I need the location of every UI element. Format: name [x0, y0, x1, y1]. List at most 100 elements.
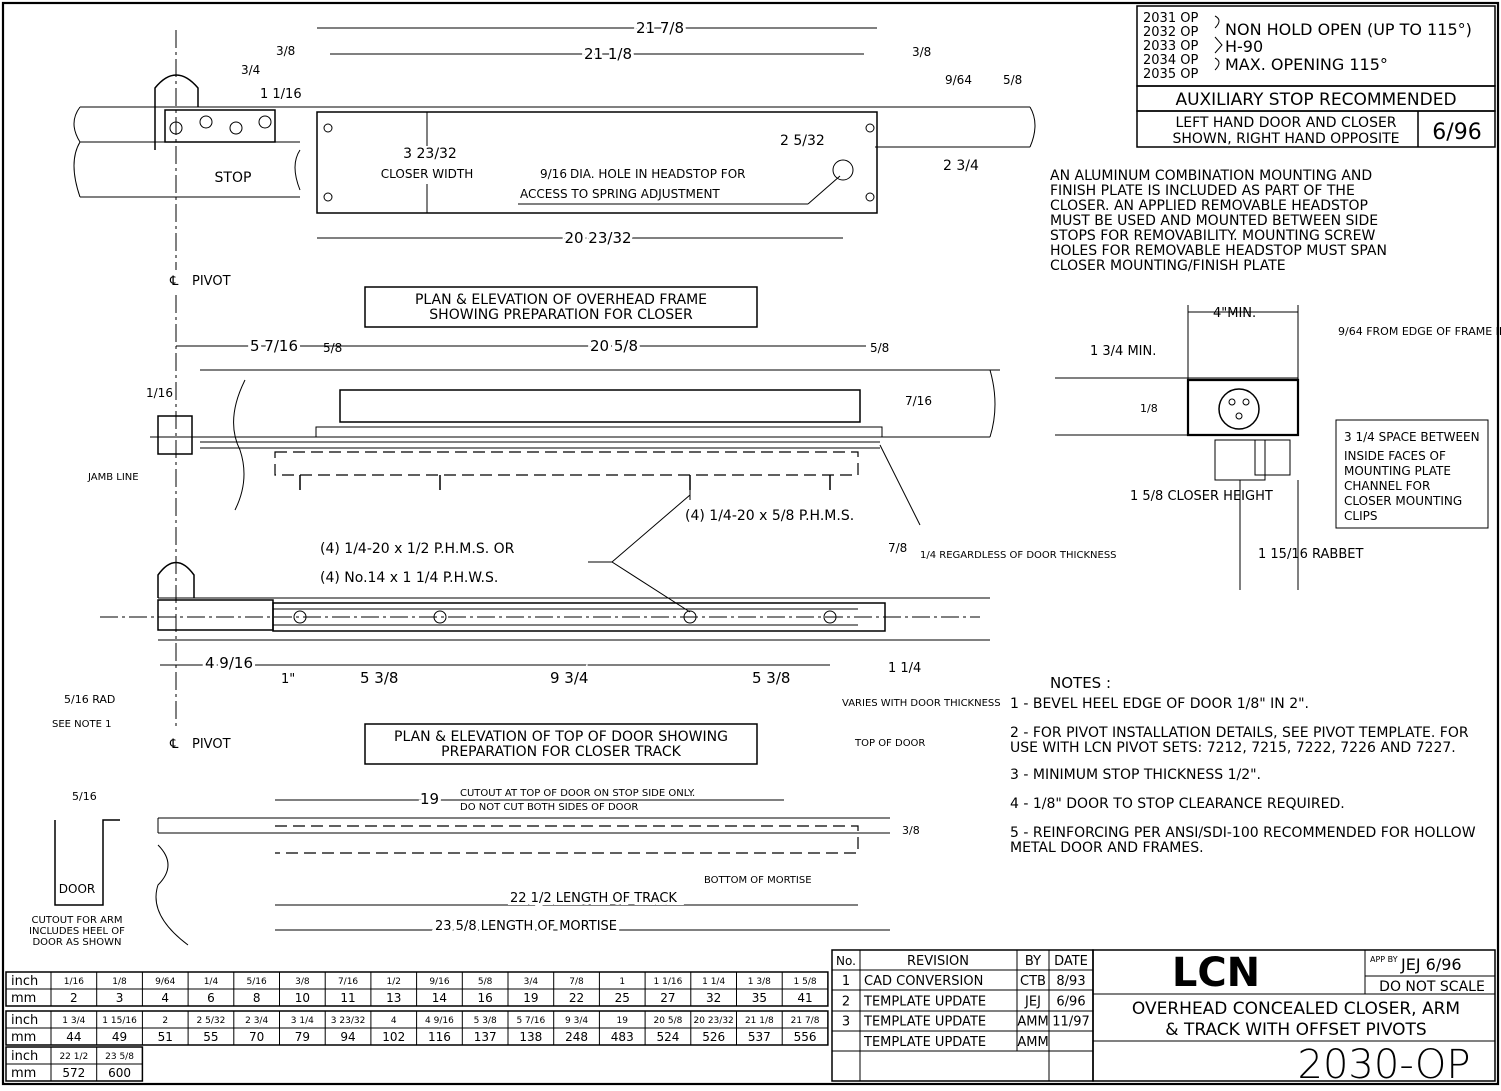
from-edge-note: 9/64 FROM EDGE OF FRAME IN ALL CASES.	[1338, 325, 1501, 338]
cutout-arm-note: CUTOUT FOR ARM INCLUDES HEEL OF DOOR AS …	[29, 915, 125, 948]
conversion-mm: 51	[158, 1030, 173, 1044]
conversion-inch: 3/4	[524, 977, 539, 987]
description-line: AN ALUMINUM COMBINATION MOUNTING AND	[1050, 168, 1372, 184]
revision-cell: AMM	[1017, 1015, 1048, 1030]
conversion-inch: 1 3/4	[62, 1016, 85, 1026]
dim-width: 3 23/32	[403, 146, 457, 162]
dim-holes: 20 23/32	[564, 229, 631, 247]
conversion-inch: 1 3/8	[748, 977, 771, 987]
dim-frame-e: 1/16	[146, 386, 173, 400]
conversion-inch: 9/64	[155, 977, 175, 987]
conversion-inch: 19	[617, 1016, 629, 1026]
min4-label: 4"MIN.	[1213, 306, 1256, 321]
model-line: 2031 OP	[1143, 11, 1198, 26]
min-height: 1 3/4 MIN.	[1090, 344, 1156, 359]
conversion-mm: 35	[752, 991, 767, 1005]
cutout-note: CUTOUT AT TOP OF DOOR ON STOP SIDE ONLY.	[460, 788, 695, 799]
space-note: 3 1/4 SPACE BETWEEN	[1344, 430, 1480, 444]
hand-box: LEFT HAND DOOR AND CLOSER SHOWN, RIGHT H…	[1136, 110, 1496, 148]
conversion-mm: 524	[656, 1030, 679, 1044]
conversion-mm: 19	[523, 991, 538, 1005]
dim-frame-c: 20 5/8	[590, 337, 638, 355]
space-note: MOUNTING PLATE	[1344, 464, 1451, 478]
dim-one-sixteenth: 1 1/16	[260, 87, 302, 102]
conversion-mm: 94	[340, 1030, 355, 1044]
track-length: 22 1/2 LENGTH OF TRACK	[510, 891, 677, 906]
space-note: CHANNEL FOR	[1344, 479, 1430, 493]
revision-cell: AMM	[1017, 1035, 1048, 1050]
dim-door-a: 4 9/16	[205, 654, 253, 672]
hand-note: LEFT HAND DOOR AND CLOSER	[1175, 115, 1396, 131]
conversion-mm: 556	[794, 1030, 817, 1044]
note-item: 3 - MINIMUM STOP THICKNESS 1/2".	[1010, 767, 1262, 783]
section-view: 4"MIN. 9/64 FROM EDGE OF FRAME IN ALL CA…	[1055, 305, 1501, 590]
dim-three-quarters: 3/4	[241, 63, 260, 77]
model-line: 2032 OP	[1143, 25, 1198, 40]
closer-section	[1186, 378, 1300, 437]
title-block: LCN APP BY JEJ 6/96 DO NOT SCALE OVERHEA…	[1092, 949, 1496, 1088]
conversion-mm: 526	[702, 1030, 725, 1044]
hole-dia: 9/16	[540, 167, 567, 181]
description-line: CLOSER MOUNTING/FINISH PLATE	[1050, 258, 1286, 274]
dim-door-f: 7/8	[888, 541, 907, 555]
dim-two-three: 2 3/4	[943, 158, 979, 174]
stop-label: STOP	[215, 170, 252, 186]
see-note: SEE NOTE 1	[52, 719, 111, 730]
conversion-inch: 1 5/8	[794, 977, 817, 987]
mortise-three8: 3/8	[902, 824, 920, 837]
conversion-tables: inchmm1/1621/839/6441/465/1683/8107/1611…	[5, 971, 829, 1082]
closer-plate	[316, 111, 878, 214]
cutout-note: DO NOT CUT BOTH SIDES OF DOOR	[460, 802, 638, 813]
conversion-mm: 16	[478, 991, 493, 1005]
conversion-mm: 25	[615, 991, 630, 1005]
space-note: INSIDE FACES OF	[1344, 449, 1446, 463]
hand-note: SHOWN, RIGHT HAND OPPOSITE	[1172, 131, 1399, 147]
conversion-inch: 5 3/8	[474, 1016, 497, 1026]
dim-plate: 21 1/8	[584, 45, 632, 63]
space-note: CLOSER MOUNTING	[1344, 494, 1462, 508]
frame-title: SHOWING PREPARATION FOR CLOSER	[429, 307, 693, 323]
rad-note: 5/16 RAD	[64, 693, 115, 706]
conversion-inch: 1 1/16	[654, 977, 683, 987]
model-box: 2031 OP 2032 OP 2033 OP 2034 OP 2035 OP …	[1136, 5, 1496, 87]
model-line: 2035 OP	[1143, 67, 1198, 82]
dim-door-b: 1"	[281, 672, 295, 687]
conversion-mm: 41	[797, 991, 812, 1005]
mortise-length: 23 5/8 LENGTH OF MORTISE	[435, 919, 617, 934]
conversion-mm: 22	[569, 991, 584, 1005]
conversion-mm: 483	[611, 1030, 634, 1044]
conversion-mm: 2	[70, 991, 78, 1005]
conversion-mm: 55	[203, 1030, 218, 1044]
conversion-inch: 20 23/32	[694, 1016, 734, 1026]
eighth-label: 1/8	[1140, 402, 1158, 415]
notes-list: 1 - BEVEL HEEL EDGE OF DOOR 1/8" IN 2". …	[1010, 697, 1476, 856]
regardless-note: 1/4 REGARDLESS OF DOOR THICKNESS	[920, 550, 1117, 561]
revision-cell: TEMPLATE UPDATE	[863, 994, 986, 1009]
dim-three-eighths: 3/8	[912, 45, 931, 59]
conversion-mm: 32	[706, 991, 721, 1005]
rev-header: BY	[1025, 954, 1041, 969]
closer-width-label: CLOSER WIDTH	[381, 167, 473, 181]
revision-cell: 1	[842, 974, 850, 989]
door-view: (4) 1/4-20 x 1/2 P.H.M.S. OR (4) No.14 x…	[52, 494, 1117, 765]
conversion-mm: 248	[565, 1030, 588, 1044]
conversion-mm: 13	[386, 991, 401, 1005]
conversion-inch: 21 7/8	[791, 1016, 820, 1026]
conversion-inch: 5 7/16	[516, 1016, 545, 1026]
conversion-inch: 9 3/4	[565, 1016, 588, 1026]
dim-frame-b: 5/8	[323, 341, 342, 355]
closer-body	[339, 389, 861, 423]
scale-note: DO NOT SCALE	[1379, 979, 1485, 995]
description-block: AN ALUMINUM COMBINATION MOUNTING AND FIN…	[1050, 168, 1387, 274]
bottom-mortise: BOTTOM OF MORTISE	[704, 875, 812, 886]
top-view: STOP CLOSER WIDTH 3 23/32 9/16 DIA. HOLE…	[73, 16, 1036, 270]
conversion-inch: 5/8	[478, 977, 493, 987]
space-note: CLIPS	[1344, 509, 1377, 523]
hole-note: DIA. HOLE IN HEADSTOP FOR	[570, 167, 745, 181]
dim-five-eighths: 5/8	[1003, 73, 1022, 87]
conversion-mm: 70	[249, 1030, 264, 1044]
conversion-mm: 6	[207, 991, 215, 1005]
description-line: HOLES FOR REMOVABLE HEADSTOP MUST SPAN	[1050, 243, 1387, 259]
conversion-inch: 1 15/16	[102, 1016, 137, 1026]
